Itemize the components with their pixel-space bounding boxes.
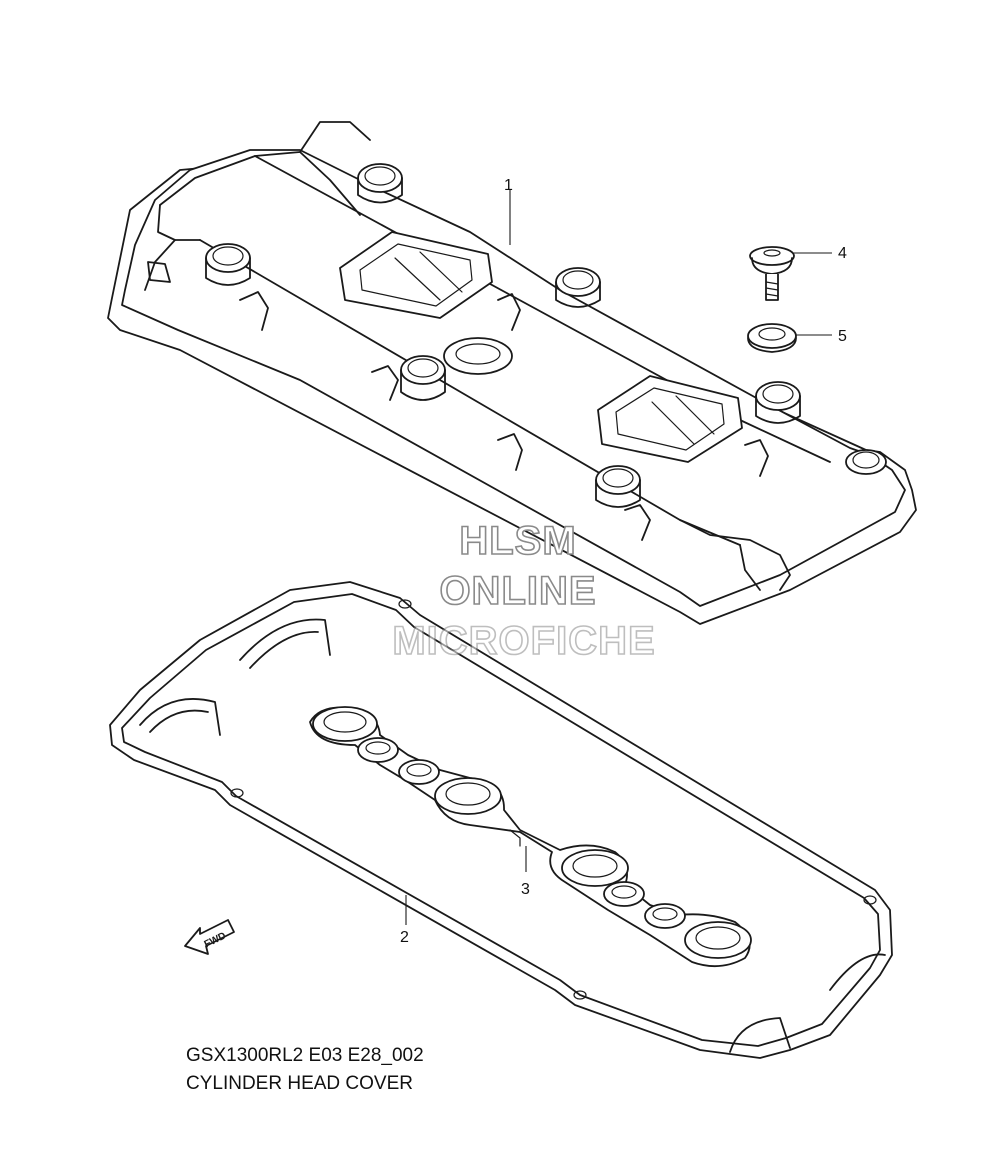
part-2-cover-gasket[interactable] [109, 581, 893, 1059]
callout-2[interactable]: 2 [400, 895, 409, 946]
callout-1[interactable]: 1 [504, 177, 513, 245]
fwd-arrow-icon: FWD [184, 919, 235, 955]
part-3-plug-gasket[interactable] [309, 706, 752, 968]
caption-title: CYLINDER HEAD COVER [186, 1073, 413, 1094]
callout-5[interactable]: 5 [796, 328, 847, 345]
watermark-line2: ONLINE [439, 569, 596, 613]
plug-boss-2 [205, 243, 251, 286]
pair-port-right [597, 375, 743, 463]
plug-boss-6 [595, 465, 641, 508]
plug-boss-3 [555, 267, 601, 308]
part-1-head-cover[interactable] [107, 121, 917, 625]
callout-4-label: 4 [838, 245, 847, 262]
plug-boss-7 [845, 449, 887, 475]
caption-model-code: GSX1300RL2 E03 E28_002 [186, 1045, 424, 1066]
plug-boss-4 [400, 355, 446, 401]
plug-boss-5 [755, 381, 801, 424]
callout-1-label: 1 [504, 177, 513, 194]
part-5-grommet[interactable] [747, 323, 797, 353]
watermark-line3: MICROFICHE [392, 619, 655, 663]
part-4-bolt[interactable] [749, 246, 795, 301]
callout-3[interactable]: 3 [521, 846, 530, 898]
plug-boss-1 [357, 163, 403, 204]
callout-2-label: 2 [400, 929, 409, 946]
callout-3-label: 3 [521, 881, 530, 898]
watermark: HLSM ONLINE MICROFICHE [392, 518, 656, 664]
callout-5-label: 5 [838, 328, 847, 345]
pair-port-left [339, 231, 493, 319]
watermark-line1: HLSM [459, 519, 576, 563]
callout-4[interactable]: 4 [792, 245, 847, 262]
